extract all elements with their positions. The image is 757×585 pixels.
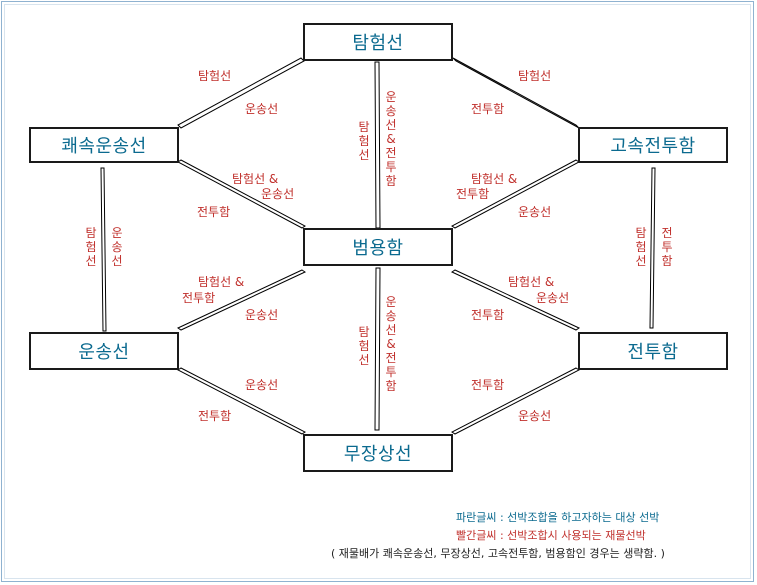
edge-label: 탐험선 (198, 69, 232, 83)
vertical-edge-label: 운송선&전투함 (385, 295, 397, 393)
edge-label: 전투함 (471, 378, 505, 392)
edge-multipurpose-warship (450, 269, 581, 331)
edge-label: 운송선 (518, 205, 552, 219)
node-fast-warship: 고속전투함 (578, 127, 728, 163)
node-transport: 운송선 (29, 332, 179, 370)
edge-label: 운송선 (245, 378, 279, 392)
edge-label: 탐험선 & (198, 275, 245, 289)
edge-multipurpose-armed-merchant (374, 267, 381, 431)
edge-fast-transport-transport (100, 167, 107, 332)
edge-fast-transport-multipurpose (177, 159, 306, 229)
edge-label: 운송선 (536, 291, 570, 305)
vertical-edge-label: 탐험선 (358, 325, 370, 367)
edge-explorer-multipurpose (374, 61, 381, 229)
node-armed-merchant: 무장상선 (303, 434, 453, 472)
node-fast-transport: 쾌속운송선 (29, 127, 179, 163)
edge-fast-warship-warship (649, 167, 656, 329)
edge-transport-armed-merchant (177, 367, 306, 435)
edge-multipurpose-transport (176, 269, 307, 331)
edge-label: 전투함 (471, 308, 505, 322)
inner-frame (4, 4, 751, 579)
edge-label: 탐험선 & (508, 275, 555, 289)
edge-label: 운송선 (245, 102, 279, 116)
edge-label: 전투함 (197, 205, 231, 219)
vertical-edge-label: 탐험선 (85, 226, 97, 268)
vertical-edge-label: 운송선&전투함 (385, 90, 397, 188)
vertical-edge-label: 전투함 (661, 226, 673, 268)
edge-label: 전투함 (456, 187, 490, 201)
edge-label: 전투함 (182, 291, 216, 305)
node-explorer: 탐험선 (303, 23, 453, 61)
edge-explorer-fast-transport (177, 57, 305, 129)
vertical-edge-label: 탐험선 (635, 226, 647, 268)
node-multipurpose: 범용함 (303, 228, 453, 266)
edge-label: 운송선 (261, 187, 295, 201)
edge-label: 탐험선 & (232, 172, 279, 186)
edge-label: 전투함 (198, 409, 232, 423)
vertical-edge-label: 운송선 (111, 226, 123, 268)
node-warship: 전투함 (578, 332, 728, 370)
edge-label: 전투함 (471, 102, 505, 116)
edge-explorer-fast-warship (452, 57, 580, 129)
edge-label: 탐험선 (518, 69, 552, 83)
vertical-edge-label: 탐험선 (358, 120, 370, 162)
edge-label: 운송선 (518, 409, 552, 423)
edge-label: 탐험선 & (471, 172, 518, 186)
edge-label: 운송선 (245, 308, 279, 322)
